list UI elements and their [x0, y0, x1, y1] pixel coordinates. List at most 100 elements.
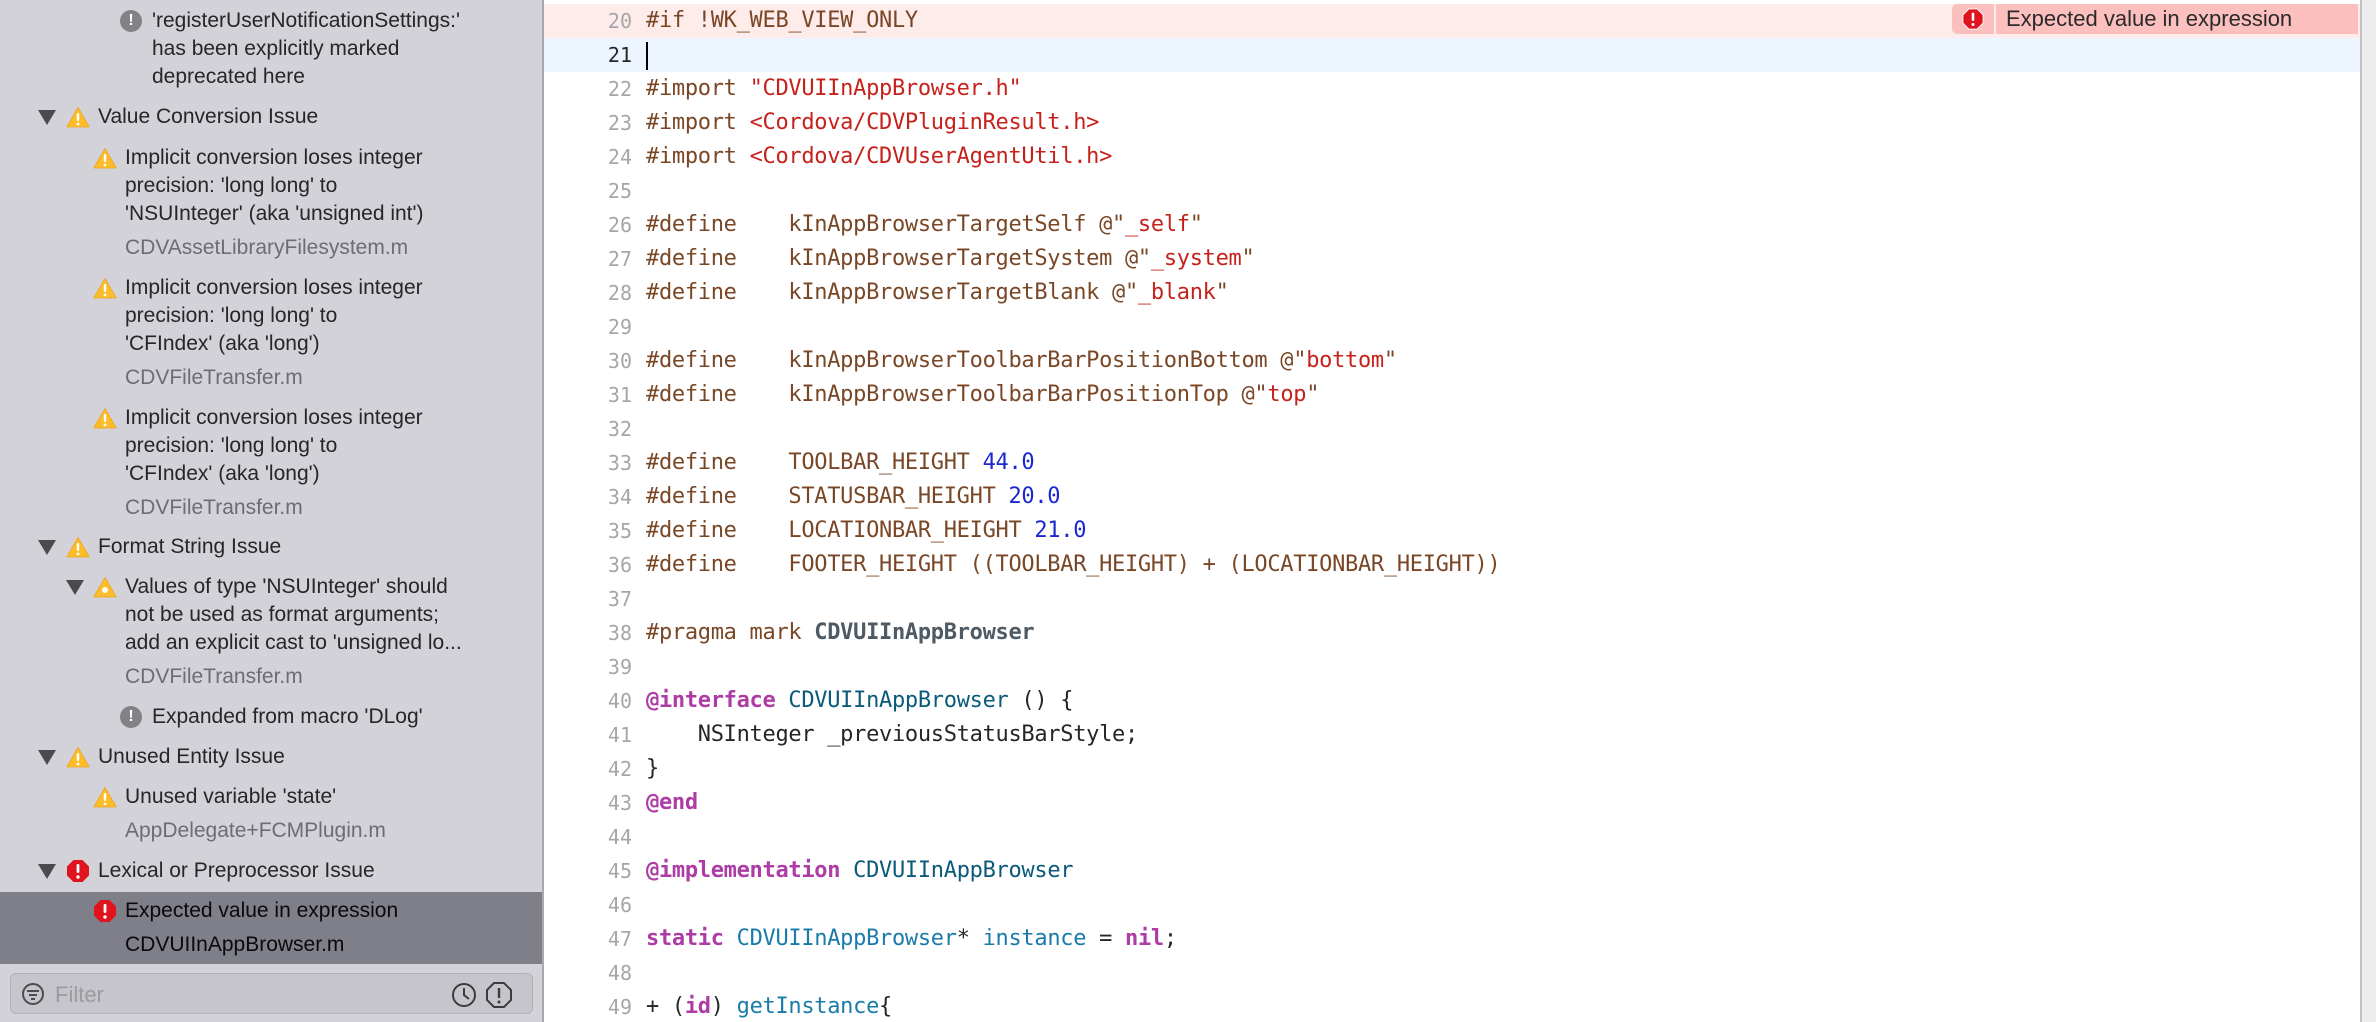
code-token: #import: [646, 110, 750, 135]
filter-icon[interactable]: [21, 982, 45, 1006]
filter-input[interactable]: [53, 980, 437, 1010]
issue-message: add an explicit cast to 'unsigned lo...: [125, 631, 462, 654]
code-line[interactable]: 43 @end: [544, 786, 2360, 820]
group-label: Unused Entity Issue: [98, 745, 285, 768]
code-token: [840, 858, 853, 883]
code-line[interactable]: 24 #import <Cordova/CDVUserAgentUtil.h>: [544, 140, 2360, 174]
code-line[interactable]: 23 #import <Cordova/CDVPluginResult.h>: [544, 106, 2360, 140]
code-line[interactable]: 37: [544, 582, 2360, 616]
line-number: 33: [607, 451, 632, 475]
code-line[interactable]: 30 #define kInAppBrowserToolbarBarPositi…: [544, 344, 2360, 378]
code-token: @interface: [646, 688, 776, 713]
code-token: #define TOOLBAR_HEIGHT: [646, 450, 983, 475]
code-line[interactable]: 35 #define LOCATIONBAR_HEIGHT 21.0: [544, 514, 2360, 548]
selected-row-highlight: [0, 892, 542, 964]
code-text: #define STATUSBAR_HEIGHT 20.0: [646, 480, 1061, 514]
code-token: ": [1215, 280, 1229, 305]
issue-file-name[interactable]: AppDelegate+FCMPlugin.m: [125, 819, 386, 842]
code-line[interactable]: 25: [544, 174, 2360, 208]
issue-file-name[interactable]: CDVAssetLibraryFilesystem.m: [125, 236, 409, 259]
line-number: 29: [607, 315, 632, 339]
disclosure-triangle-icon[interactable]: [38, 540, 56, 555]
disclosure-triangle-icon[interactable]: [38, 750, 56, 765]
code-line[interactable]: 46: [544, 888, 2360, 922]
issue-file-name[interactable]: CDVUIInAppBrowser.m: [125, 933, 345, 956]
code-line[interactable]: 21: [544, 38, 2360, 72]
filter-bar[interactable]: [10, 973, 533, 1014]
code-line[interactable]: 38 #pragma mark CDVUIInAppBrowser: [544, 616, 2360, 650]
line-number: 39: [607, 655, 632, 679]
code-token: @implementation: [646, 858, 841, 883]
line-number: 32: [607, 417, 632, 441]
code-token: #define FOOTER_HEIGHT ((TOOLBAR_HEIGHT) …: [646, 552, 1501, 577]
code-line[interactable]: 36 #define FOOTER_HEIGHT ((TOOLBAR_HEIGH…: [544, 548, 2360, 582]
code-text: @end: [646, 786, 698, 820]
code-line[interactable]: 40 @interface CDVUIInAppBrowser () {: [544, 684, 2360, 718]
code-line[interactable]: 41 NSInteger _previousStatusBarStyle;: [544, 718, 2360, 752]
code-line[interactable]: 44: [544, 820, 2360, 854]
code-token: @end: [646, 790, 698, 815]
code-token: #import: [646, 144, 750, 169]
code-line[interactable]: 49 + (id) getInstance{: [544, 990, 2360, 1022]
line-number: 36: [607, 553, 632, 577]
line-number: 26: [607, 213, 632, 237]
code-token: #define kInAppBrowserToolbarBarPositionB…: [646, 348, 1307, 373]
issue-message: 'NSUInteger' (aka 'unsigned int'): [125, 202, 424, 225]
code-line[interactable]: 22 #import "CDVUIInAppBrowser.h": [544, 72, 2360, 106]
issue-file-name[interactable]: CDVFileTransfer.m: [125, 496, 303, 519]
code-line[interactable]: 42 }: [544, 752, 2360, 786]
code-line[interactable]: 26 #define kInAppBrowserTargetSelf @"_se…: [544, 208, 2360, 242]
code-line[interactable]: 33 #define TOOLBAR_HEIGHT 44.0: [544, 446, 2360, 480]
line-number: 27: [607, 247, 632, 271]
disclosure-triangle-icon[interactable]: [66, 580, 84, 595]
line-number: 47: [607, 927, 632, 951]
code-token: 21.0: [1034, 518, 1087, 543]
code-token: #pragma mark: [646, 620, 815, 645]
code-token: 20.0: [1008, 484, 1061, 509]
issue-message: Implicit conversion loses integer: [125, 146, 423, 169]
line-number: 49: [607, 995, 632, 1019]
code-text: #define kInAppBrowserToolbarBarPositionT…: [646, 378, 1319, 412]
source-editor[interactable]: 20 #if !WK_WEB_VIEW_ONLY 21 22 #import "…: [544, 0, 2360, 1022]
warning-icon: [66, 536, 90, 558]
code-token: nil: [1125, 926, 1164, 951]
warning-icon: [93, 407, 117, 429]
code-token: [775, 688, 788, 713]
issue-message: Implicit conversion loses integer: [125, 406, 423, 429]
code-token: "CDVUIInAppBrowser.h": [749, 76, 1022, 101]
errors-only-icon[interactable]: [485, 981, 513, 1009]
line-number: 48: [607, 961, 632, 985]
line-number: 34: [607, 485, 632, 509]
code-token: #define kInAppBrowserTargetSystem @": [646, 246, 1151, 271]
code-line[interactable]: 39: [544, 650, 2360, 684]
code-token: #import: [646, 76, 750, 101]
code-line[interactable]: 48: [544, 956, 2360, 990]
code-line[interactable]: 31 #define kInAppBrowserToolbarBarPositi…: [544, 378, 2360, 412]
line-number: 30: [607, 349, 632, 373]
code-line[interactable]: 32: [544, 412, 2360, 446]
error-icon: [1962, 8, 1984, 30]
line-number: 21: [607, 43, 632, 67]
code-token: ": [1306, 382, 1320, 407]
issue-file-name[interactable]: CDVFileTransfer.m: [125, 366, 303, 389]
code-token: ": [1189, 212, 1203, 237]
issue-message: 'CFIndex' (aka 'long'): [125, 332, 320, 355]
code-line[interactable]: 29: [544, 310, 2360, 344]
code-text: NSInteger _previousStatusBarStyle;: [646, 718, 1138, 752]
issue-file-name[interactable]: CDVFileTransfer.m: [125, 665, 303, 688]
code-line[interactable]: 34 #define STATUSBAR_HEIGHT 20.0: [544, 480, 2360, 514]
code-token: ;: [1163, 926, 1177, 951]
code-token: _self: [1124, 212, 1190, 237]
code-line[interactable]: 45 @implementation CDVUIInAppBrowser: [544, 854, 2360, 888]
code-token: <Cordova/CDVUserAgentUtil.h>: [749, 144, 1113, 169]
code-token: #if !WK_WEB_VIEW_ONLY: [646, 8, 918, 33]
minimap-scroll-gutter[interactable]: [2360, 0, 2376, 1022]
banner-message: Expected value in expression: [1996, 4, 2358, 34]
inline-error-banner[interactable]: Expected value in expression: [1952, 4, 2358, 34]
recent-clock-icon[interactable]: [451, 982, 477, 1008]
disclosure-triangle-icon[interactable]: [38, 864, 56, 879]
disclosure-triangle-icon[interactable]: [38, 110, 56, 125]
code-line[interactable]: 47 static CDVUIInAppBrowser* instance = …: [544, 922, 2360, 956]
code-line[interactable]: 27 #define kInAppBrowserTargetSystem @"_…: [544, 242, 2360, 276]
code-line[interactable]: 28 #define kInAppBrowserTargetBlank @"_b…: [544, 276, 2360, 310]
